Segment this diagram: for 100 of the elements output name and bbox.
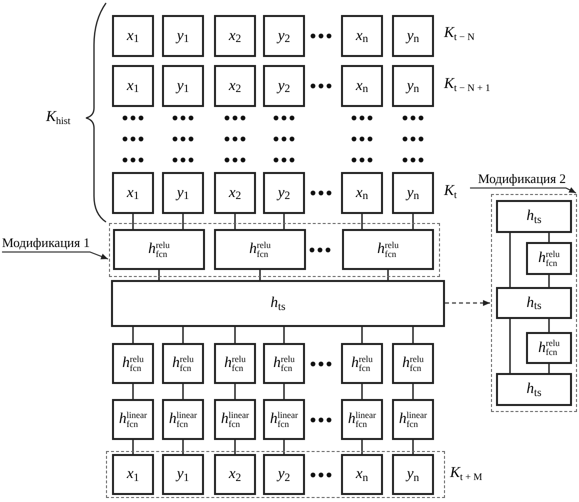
- connector-line: [509, 233, 511, 287]
- node-label: y$_{1}$: [176, 78, 190, 94]
- connector-line: [361, 214, 363, 229]
- block-box: [162, 454, 204, 495]
- connector-line: [283, 327, 285, 343]
- connector-line: [283, 440, 285, 454]
- block-box: [263, 15, 305, 57]
- node-label: x$_{1}$: [126, 28, 140, 44]
- connector-line: [361, 440, 363, 454]
- block-box: [342, 229, 434, 270]
- connector-line: [361, 384, 363, 399]
- block-box: [214, 172, 256, 214]
- connector-line: [234, 214, 236, 229]
- node-label: x$_{2}$: [228, 467, 242, 482]
- block-box: [392, 454, 434, 495]
- leader-line: [470, 187, 576, 194]
- node-label: y$_{2}$: [278, 467, 290, 482]
- connector-line: [132, 384, 134, 399]
- block-box: [392, 65, 434, 107]
- node-label: y$_{2}$: [278, 28, 290, 44]
- node-label: y$_{n}$: [406, 28, 420, 44]
- block-box: [496, 200, 572, 233]
- block-box: [263, 399, 305, 440]
- connector-line: [509, 319, 511, 373]
- node-label: x$_{n}$: [356, 78, 368, 94]
- row-label: K$_{hist}$: [46, 110, 70, 125]
- block-box: [496, 373, 572, 406]
- node-label: y$_{1}$: [176, 467, 190, 482]
- connector-line: [283, 384, 285, 399]
- block-box: [112, 15, 154, 57]
- connector-line: [412, 440, 414, 454]
- block-box: [496, 287, 572, 319]
- connector-line: [412, 214, 414, 229]
- connector-line: [182, 214, 184, 229]
- leader-line: [2, 252, 108, 260]
- connector-line: [132, 214, 134, 229]
- block-box: [341, 15, 383, 57]
- row-label: K$_{t − N + 1}$: [444, 77, 490, 92]
- block-box: [392, 399, 434, 440]
- block-box: [113, 229, 205, 270]
- block-box: [162, 343, 204, 384]
- block-box: [526, 242, 572, 275]
- block-box: [162, 399, 204, 440]
- block-box: [263, 454, 305, 495]
- row-label: K$_{t + M}$: [450, 466, 482, 481]
- node-label: y$_{1}$: [176, 28, 190, 44]
- node-label: y$_{n}$: [406, 467, 420, 482]
- connector-line: [548, 275, 550, 287]
- node-label: x$_{n}$: [356, 467, 368, 482]
- connector-line: [182, 440, 184, 454]
- connector-line: [132, 327, 134, 343]
- node-label: h$_{ts}$: [526, 209, 542, 224]
- block-box: [392, 15, 434, 57]
- node-label: x$_{2}$: [228, 78, 242, 94]
- block-box: [263, 172, 305, 214]
- block-box: [263, 343, 305, 384]
- block-box: [111, 280, 445, 327]
- connector-line: [412, 384, 414, 399]
- block-box: [214, 65, 256, 107]
- annotation-text: Модификация 2: [478, 172, 566, 184]
- block-box: [112, 399, 154, 440]
- block-box: [162, 172, 204, 214]
- block-box: [112, 65, 154, 107]
- row-label: K$_{t}$: [444, 184, 457, 199]
- row-label: K$_{t − N}$: [444, 26, 475, 41]
- node-label: x$_{1}$: [126, 186, 140, 200]
- connector-line: [182, 384, 184, 399]
- block-box: [112, 172, 154, 214]
- block-box: [341, 172, 383, 214]
- node-label: x$_{1}$: [126, 78, 140, 94]
- block-box: [214, 399, 256, 440]
- node-label: h$_{ts}$: [526, 296, 542, 310]
- connector-line: [132, 440, 134, 454]
- connector-line: [548, 319, 550, 332]
- connector-line: [182, 327, 184, 343]
- connector-line: [158, 270, 160, 280]
- block-box: [392, 343, 434, 384]
- connector-line: [361, 327, 363, 343]
- block-box: [214, 343, 256, 384]
- node-label: x$_{1}$: [126, 467, 140, 482]
- node-label: y$_{1}$: [176, 186, 190, 200]
- block-box: [341, 454, 383, 495]
- node-label: x$_{n}$: [356, 28, 368, 44]
- block-box: [341, 399, 383, 440]
- dashed-group-box: [491, 194, 577, 412]
- dashed-group-box: [106, 451, 445, 498]
- node-label: x$_{2}$: [228, 186, 242, 200]
- node-label: y$_{2}$: [278, 78, 290, 94]
- block-box: [214, 229, 306, 270]
- node-label: h$_{ts}$: [270, 296, 286, 311]
- block-box: [526, 332, 572, 364]
- connector-line: [548, 364, 550, 373]
- node-label: y$_{n}$: [406, 186, 420, 200]
- node-label: x$_{n}$: [356, 186, 368, 200]
- block-box: [112, 454, 154, 495]
- connector-line: [412, 327, 414, 343]
- annotation-text: Модификация 1: [2, 236, 90, 248]
- connector-line: [283, 214, 285, 229]
- block-box: [214, 15, 256, 57]
- block-box: [112, 343, 154, 384]
